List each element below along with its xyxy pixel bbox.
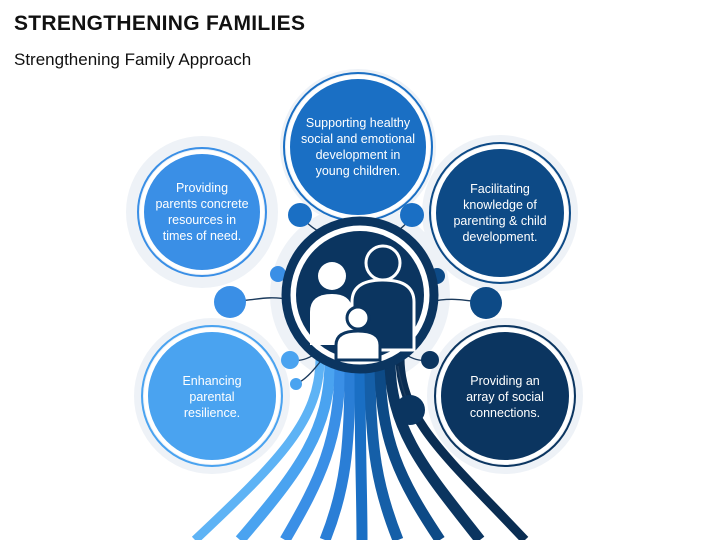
bubble-top-left (137, 147, 267, 277)
family-icon (310, 244, 416, 362)
bubble-bottom-left-text: Enhancing parental resilience. (182, 374, 242, 420)
slide-subtitle: Strengthening Family Approach (14, 50, 252, 69)
bubble-bottom-right-text: Providing an array of social connections… (466, 374, 544, 420)
bubble-top-text: Supporting healthy social and emotional … (301, 116, 415, 178)
bubble-top-left-text: Providing parents concrete resources in … (155, 181, 249, 243)
bubble-bottom-right (434, 325, 576, 467)
bubble-top-right (429, 142, 571, 284)
bubble-top-right-text: Facilitating knowledge of parenting & ch… (453, 182, 547, 244)
root-ribbons (191, 357, 529, 540)
bubble-bottom-left (141, 325, 283, 467)
connector-dots (214, 203, 502, 425)
slide-title: STRENGTHENING FAMILIES (14, 12, 306, 35)
